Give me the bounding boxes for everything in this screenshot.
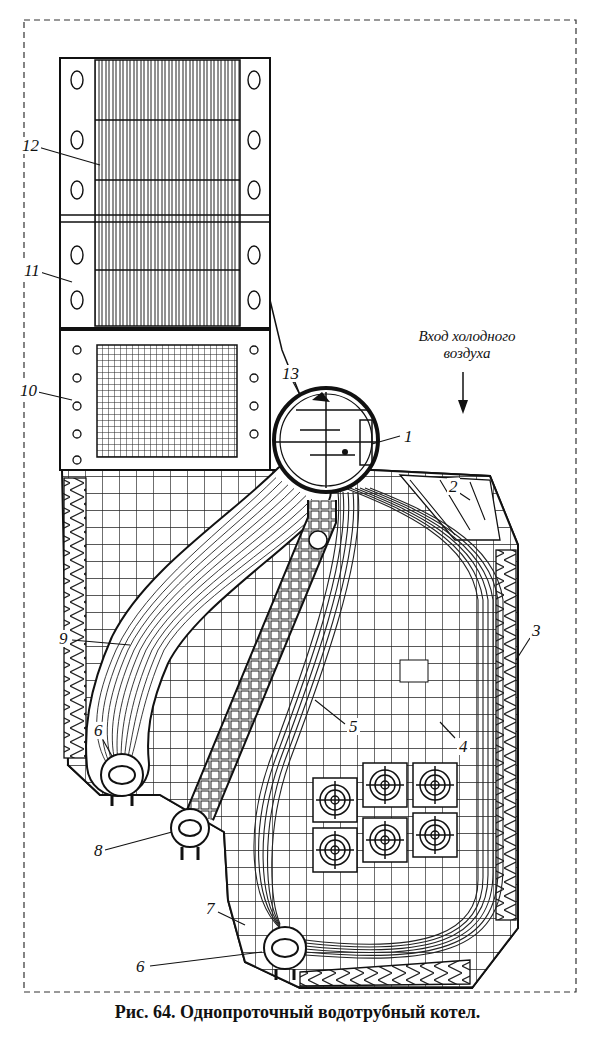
callout-number: 6 bbox=[134, 958, 147, 975]
inlet-note: Вход холодного воздуха bbox=[405, 328, 529, 363]
callout-number: 7 bbox=[204, 900, 217, 917]
tube-stroke bbox=[316, 781, 354, 819]
figure-caption: Рис. 64. Однопроточный водотрубный котел… bbox=[20, 1002, 575, 1023]
burner-box bbox=[363, 818, 407, 862]
tube-stroke bbox=[316, 831, 354, 869]
tube-stroke bbox=[416, 816, 454, 854]
tube-stroke bbox=[305, 488, 483, 947]
tube-stroke bbox=[366, 821, 404, 859]
callout-number: 10 bbox=[18, 382, 39, 399]
callout-number: 6 bbox=[92, 722, 105, 739]
callout-number: 1 bbox=[402, 428, 415, 445]
tube-stroke bbox=[305, 488, 503, 958]
tube-stroke bbox=[366, 766, 404, 804]
tube-stroke bbox=[416, 766, 454, 804]
tube-stroke bbox=[305, 488, 498, 955]
callout-number: 9 bbox=[57, 630, 70, 647]
tube-stroke bbox=[268, 492, 354, 925]
burner-box bbox=[363, 763, 407, 807]
callout-number: 12 bbox=[20, 137, 41, 154]
tube-stroke bbox=[107, 485, 288, 762]
burner-box bbox=[413, 763, 457, 807]
burner-box bbox=[413, 813, 457, 857]
burner-box bbox=[313, 828, 357, 872]
callout-number: 4 bbox=[457, 738, 470, 755]
callout-number: 13 bbox=[280, 365, 301, 382]
callout-number: 8 bbox=[92, 842, 105, 859]
callout-number: 2 bbox=[447, 478, 460, 495]
tube-stroke bbox=[272, 492, 359, 924]
burner-box bbox=[313, 778, 357, 822]
tube-stroke bbox=[305, 488, 488, 950]
callout-number: 11 bbox=[22, 262, 42, 279]
tube-stroke bbox=[305, 488, 478, 944]
callout-number: 3 bbox=[530, 622, 543, 639]
callout-number: 5 bbox=[347, 718, 360, 735]
